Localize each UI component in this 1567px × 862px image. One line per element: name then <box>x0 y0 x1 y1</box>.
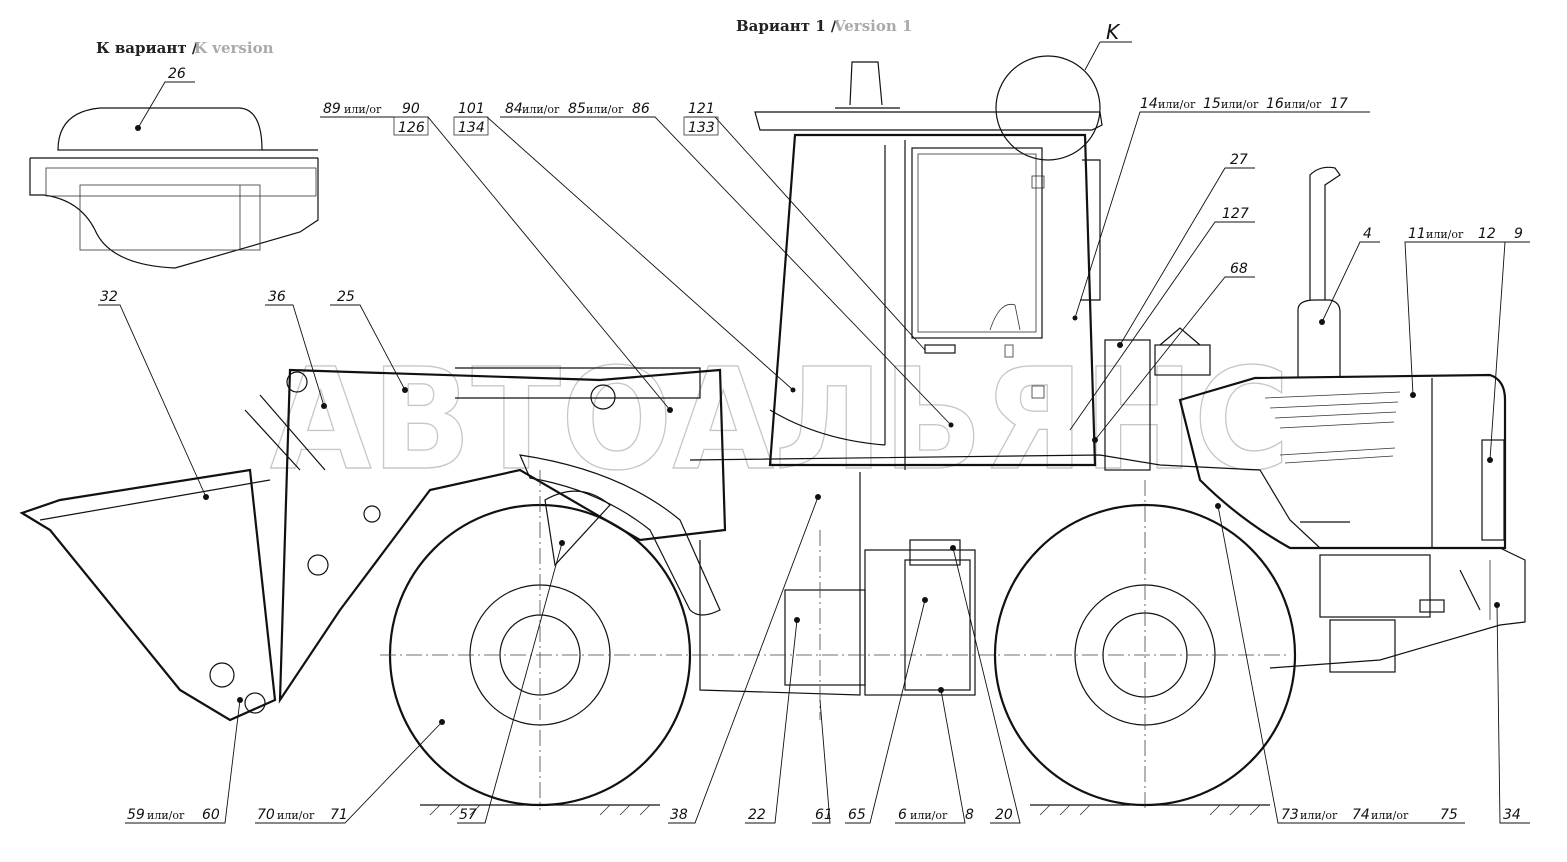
label-16: 16 <box>1266 96 1284 112</box>
label-9: 9 <box>1514 226 1523 242</box>
label-26: 26 <box>168 66 186 82</box>
label-89-ili: или/or <box>344 103 382 116</box>
label-8: 8 <box>965 807 974 823</box>
label-73: 73 <box>1281 807 1299 823</box>
label-133: 133 <box>688 120 715 136</box>
label-14-ili-1: или/or <box>1158 98 1196 111</box>
k-variant-en: K version <box>194 39 274 57</box>
label-89: 89 <box>323 101 341 117</box>
label-59-ili: или/or <box>147 809 185 822</box>
label-90: 90 <box>402 101 420 117</box>
main-variant-en: Version 1 <box>833 17 912 35</box>
k-version-detail <box>29 107 319 269</box>
label-15: 15 <box>1203 96 1221 112</box>
label-85: 85 <box>568 101 586 117</box>
k-detail-marker: K <box>995 20 1132 161</box>
label-101: 101 <box>458 101 485 117</box>
label-38: 38 <box>670 807 688 823</box>
label-70: 70 <box>257 807 275 823</box>
header-main-variant: Вариант 1 / Version 1 <box>736 17 912 35</box>
label-70-ili: или/or <box>277 809 315 822</box>
label-84: 84 <box>505 101 523 117</box>
label-84-ili-2: или/or <box>586 103 624 116</box>
label-36: 36 <box>268 289 286 305</box>
label-11-ili: или/or <box>1426 228 1464 241</box>
label-121: 121 <box>688 101 715 117</box>
label-65: 65 <box>848 807 866 823</box>
label-59: 59 <box>127 807 145 823</box>
label-60: 60 <box>202 807 220 823</box>
label-134: 134 <box>458 120 485 136</box>
label-11: 11 <box>1408 226 1426 242</box>
label-25: 25 <box>337 289 355 305</box>
label-14-ili-2: или/or <box>1221 98 1259 111</box>
label-34: 34 <box>1503 807 1521 823</box>
label-boxes <box>393 116 719 136</box>
watermark-text: АВТОАЛЬЯНС <box>270 339 1290 502</box>
label-84-ili-1: или/or <box>522 103 560 116</box>
center-lines <box>380 470 1290 810</box>
label-74: 74 <box>1352 807 1370 823</box>
label-68: 68 <box>1230 261 1248 277</box>
label-6-ili: или/or <box>910 809 948 822</box>
label-73-ili-1: или/or <box>1300 809 1338 822</box>
label-20: 20 <box>995 807 1013 823</box>
label-4: 4 <box>1363 226 1372 242</box>
label-14: 14 <box>1140 96 1158 112</box>
label-86: 86 <box>632 101 650 117</box>
k-marker-label: K <box>1106 20 1121 44</box>
label-32: 32 <box>100 289 118 305</box>
label-22: 22 <box>748 807 766 823</box>
main-variant-ru: Вариант 1 / <box>736 17 837 35</box>
k-variant-ru: К вариант / <box>96 39 198 57</box>
cab <box>754 61 1103 470</box>
label-12: 12 <box>1478 226 1496 242</box>
label-27: 27 <box>1230 152 1248 168</box>
loader-arm <box>19 367 821 722</box>
label-57: 57 <box>459 807 477 823</box>
header-k-variant: К вариант / K version <box>96 39 274 57</box>
label-75: 75 <box>1440 807 1458 823</box>
label-14-ili-3: или/or <box>1284 98 1322 111</box>
label-126: 126 <box>398 120 425 136</box>
label-73-ili-2: или/or <box>1371 809 1409 822</box>
label-6: 6 <box>898 807 907 823</box>
part-labels: 26 32 36 25 89 или/or 90 126 101 134 84 … <box>100 66 1523 823</box>
label-61: 61 <box>815 807 833 823</box>
label-127: 127 <box>1222 206 1249 222</box>
hood-grille <box>1264 391 1401 464</box>
ground-marks <box>420 804 1270 816</box>
label-71: 71 <box>330 807 348 823</box>
label-17: 17 <box>1330 96 1348 112</box>
